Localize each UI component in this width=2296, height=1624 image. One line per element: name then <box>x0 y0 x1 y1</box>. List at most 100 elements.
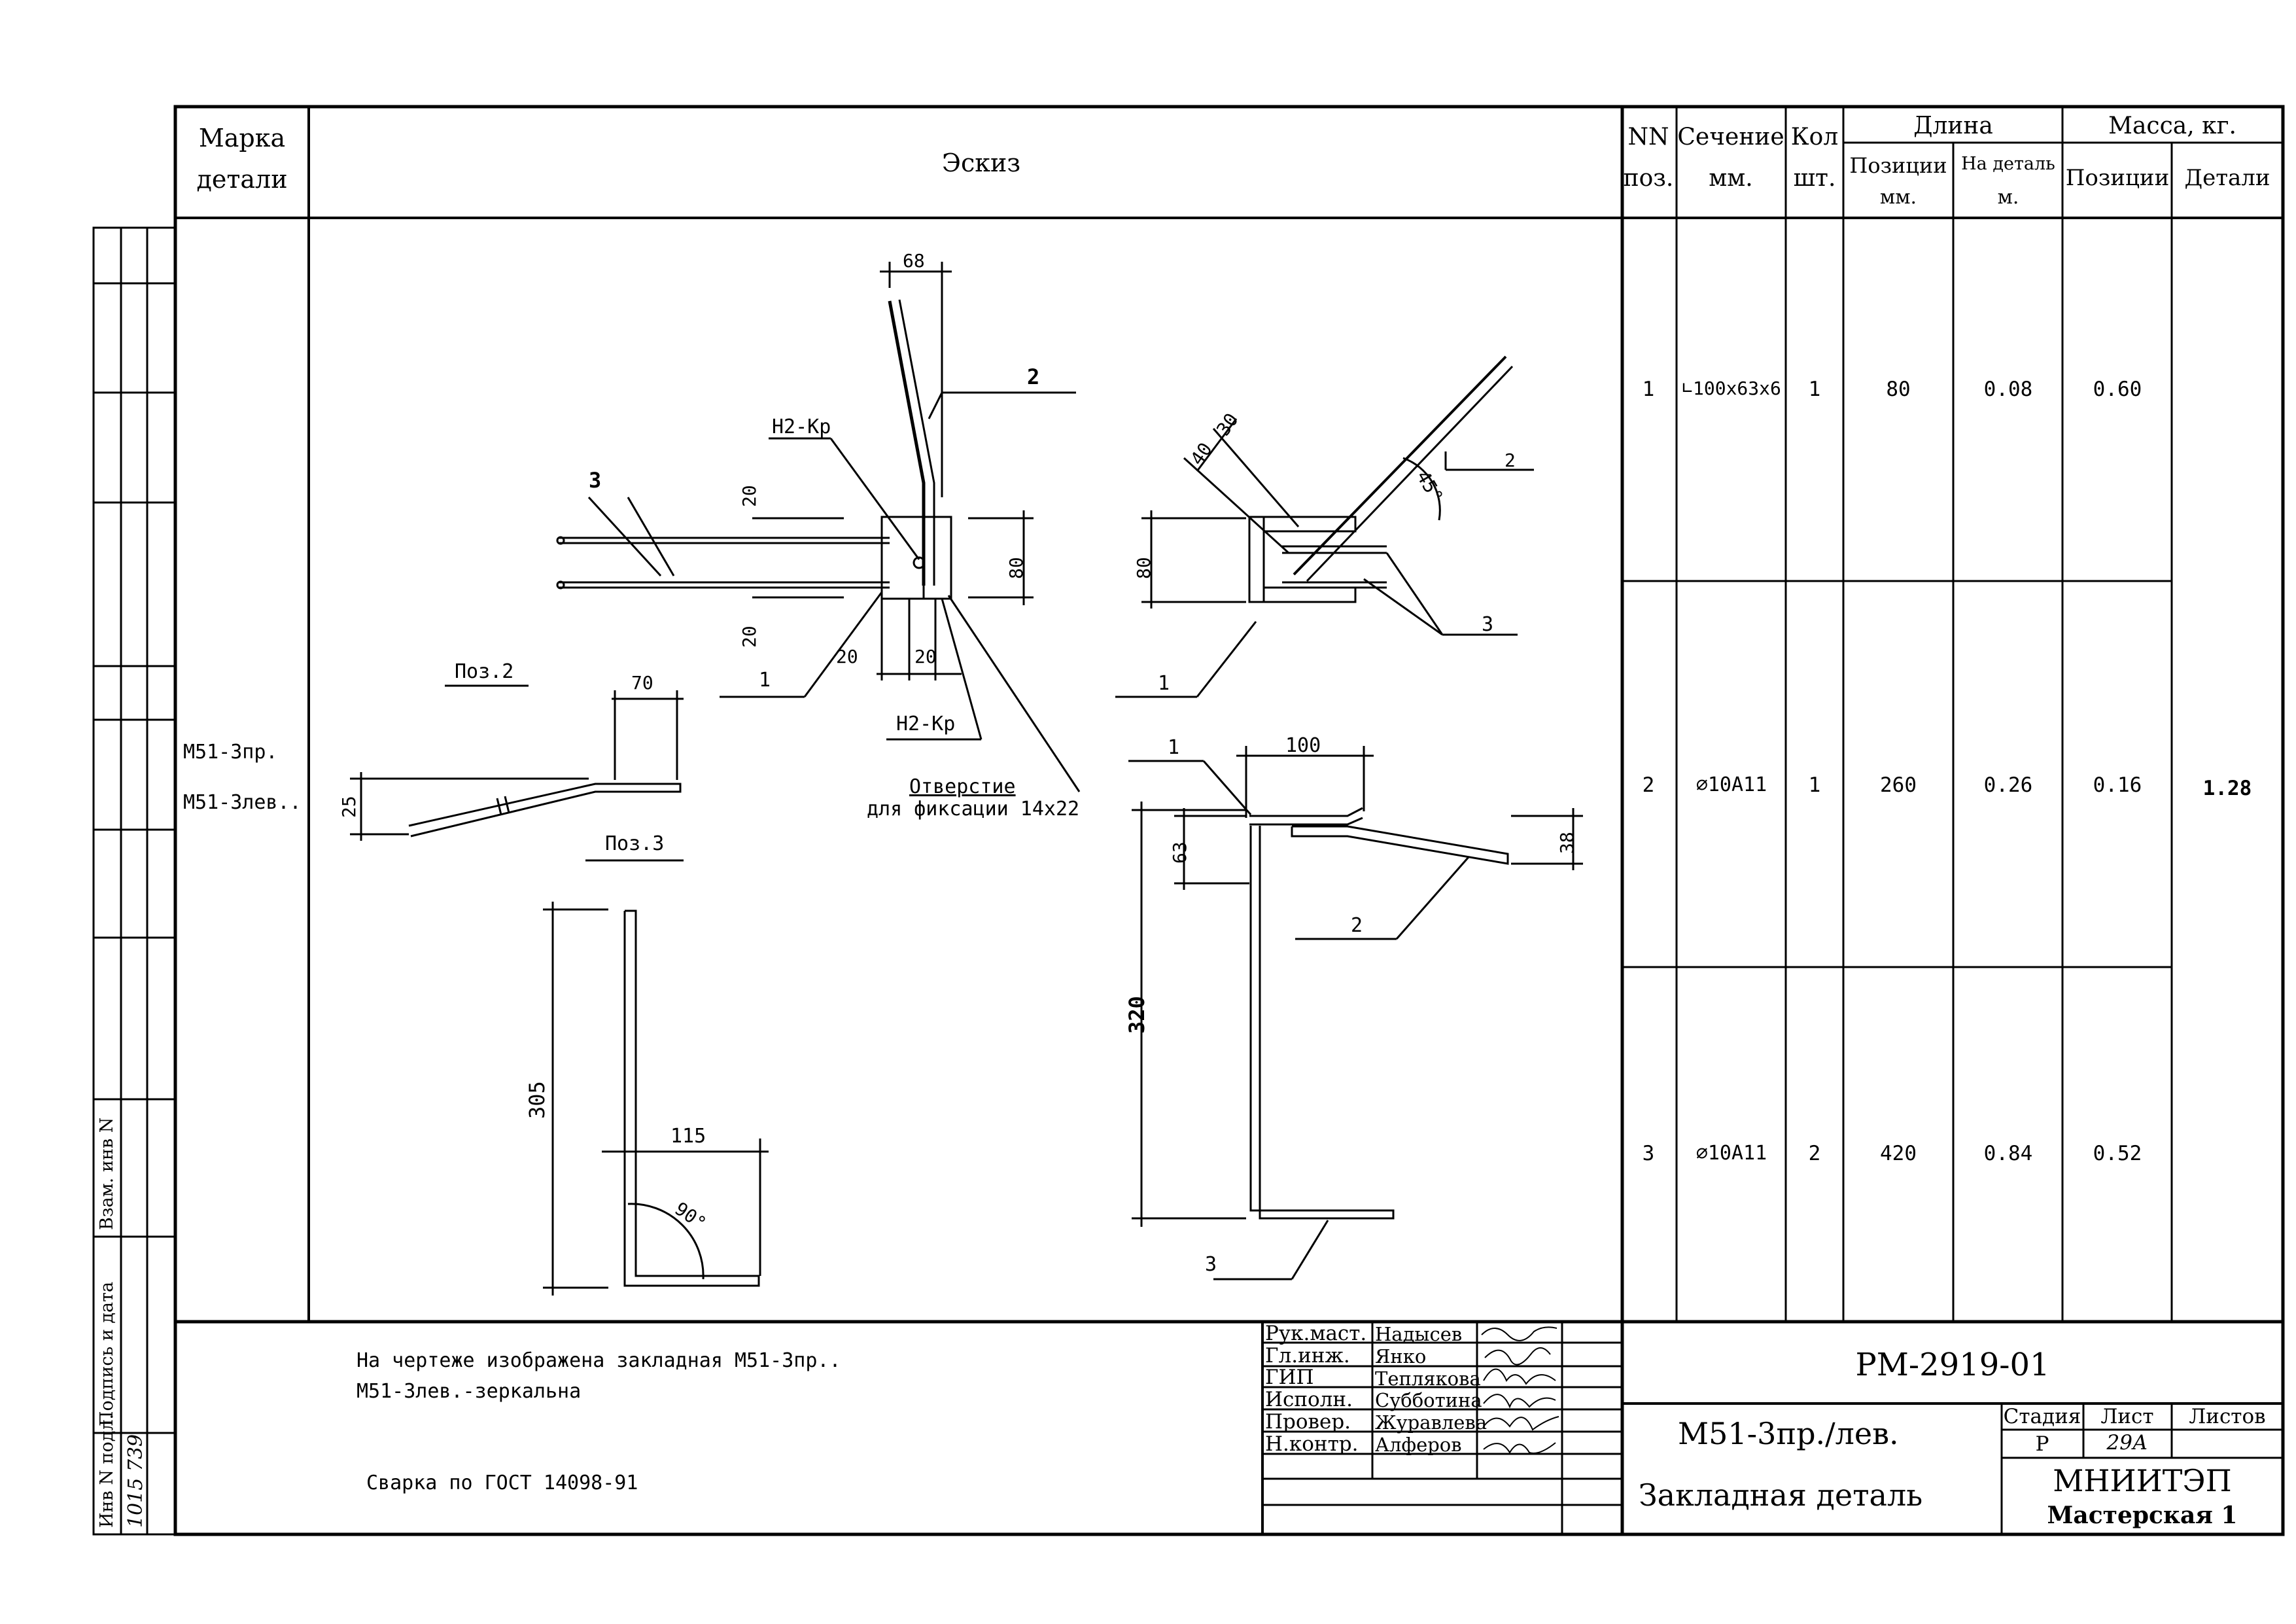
signature-scribbles <box>1481 1326 1559 1454</box>
sig-role: Гл.инж. <box>1265 1344 1350 1368</box>
side-pos3: 3 <box>1482 613 1494 636</box>
dim-68: 68 <box>903 250 925 272</box>
sig-name: Теплякова <box>1375 1368 1481 1390</box>
len-det-header-2: м. <box>1997 186 2019 209</box>
row-section: ∟100x63x6 <box>1682 378 1781 399</box>
row-len-pos: 420 <box>1880 1142 1917 1165</box>
dim-70: 70 <box>631 672 653 694</box>
front-view <box>556 262 1081 792</box>
sig-name: Субботина <box>1375 1389 1482 1411</box>
sig-role: ГИП <box>1265 1366 1314 1389</box>
replace-label: Взам. инв N <box>97 1117 117 1230</box>
row-mass-pos: 0.16 <box>2093 773 2142 797</box>
poz3-label: Поз.3 <box>605 832 665 855</box>
note-welding: Сварка по ГОСТ 14098-91 <box>366 1472 638 1494</box>
plan-dim-100: 100 <box>1285 734 1321 757</box>
dim-25: 25 <box>338 796 360 818</box>
section-header-2: мм. <box>1709 165 1753 192</box>
org-name: МНИИТЭП <box>2053 1463 2232 1498</box>
sig-name: Журавлева <box>1375 1411 1487 1434</box>
sheet-value: 29А <box>2106 1431 2148 1455</box>
len-pos-header-2: мм. <box>1879 186 1917 209</box>
hole-label-1: Отверстие <box>909 775 1016 798</box>
plan-pos1: 1 <box>1168 736 1180 759</box>
dim-115: 115 <box>670 1125 706 1148</box>
sheets-label: Листов <box>2189 1405 2266 1428</box>
row-section: ⌀10А11 <box>1696 1142 1767 1165</box>
row-qty: 1 <box>1808 773 1821 797</box>
mark-left: М51-3лев.. <box>183 791 302 814</box>
mark-right: М51-3пр. <box>183 741 278 764</box>
dim-305: 305 <box>525 1081 549 1119</box>
side-pos2: 2 <box>1505 450 1516 471</box>
row-pos: 3 <box>1642 1142 1655 1165</box>
poz2-label: Поз.2 <box>455 660 514 683</box>
row-len-det: 0.26 <box>1983 773 2033 797</box>
stage-label: Стадия <box>2003 1405 2081 1428</box>
hole-label-2: для фиксации 14х22 <box>867 798 1080 821</box>
workshop: Мастерская 1 <box>2047 1502 2238 1529</box>
sig-name: Надысев <box>1375 1323 1463 1345</box>
mass-detail-total: 1.28 <box>2202 777 2252 800</box>
label-h2kp-top: Н2-Кр <box>772 415 831 438</box>
sketch-header: Эскиз <box>941 149 1021 177</box>
row-pos: 1 <box>1642 378 1655 401</box>
row-mass-pos: 0.52 <box>2093 1142 2142 1165</box>
dim-20-right: 20 <box>914 646 937 667</box>
row-len-det: 0.84 <box>1983 1142 2033 1165</box>
dim-20-top: 20 <box>739 485 760 507</box>
sig-role: Провер. <box>1265 1410 1351 1434</box>
length-header: Длина <box>1913 113 1993 139</box>
row-qty: 1 <box>1808 378 1821 401</box>
dim-80: 80 <box>1005 557 1027 579</box>
nn-header-2: поз. <box>1623 165 1674 192</box>
sig-name: Янко <box>1375 1345 1427 1368</box>
part-mark: М51-3пр./лев. <box>1678 1416 1899 1451</box>
plan-dim-63: 63 <box>1169 841 1191 864</box>
inv-label: Инв N подл. <box>97 1413 117 1528</box>
sheet-label: Лист <box>2100 1405 2154 1428</box>
label-pos1: 1 <box>759 669 771 692</box>
plan-pos3: 3 <box>1205 1253 1217 1276</box>
mark-header-1: Марка <box>198 124 286 152</box>
len-pos-header-1: Позиции <box>1849 153 1947 178</box>
row-len-pos: 80 <box>1886 378 1911 401</box>
row-qty: 2 <box>1808 1142 1821 1165</box>
row-len-det: 0.08 <box>1983 378 2033 401</box>
label-pos2: 2 <box>1027 364 1040 389</box>
row-pos: 2 <box>1642 773 1655 797</box>
note-line1: На чертеже изображена закладная М51-3пр.… <box>357 1349 841 1372</box>
note-line2: М51-3лев.-зеркальна <box>357 1380 582 1403</box>
qty-header-1: Кол <box>1790 124 1839 150</box>
len-det-header-1: На деталь <box>1961 154 2055 174</box>
sig-role: Исполн. <box>1265 1388 1353 1411</box>
mass-det-header: Детали <box>2184 165 2270 191</box>
row-len-pos: 260 <box>1880 773 1917 797</box>
mass-pos-header: Позиции <box>2065 165 2170 191</box>
sig-role: Н.контр. <box>1265 1432 1359 1456</box>
side-view <box>1115 355 1534 698</box>
mark-header-2: детали <box>196 165 288 194</box>
plan-dim-320: 320 <box>1124 996 1149 1034</box>
dim-20-left: 20 <box>836 646 858 667</box>
label-h2kp-bottom: Н2-Кр <box>896 713 956 735</box>
nn-header-1: NN <box>1627 124 1669 150</box>
stage-value: Р <box>2035 1432 2049 1456</box>
side-pos1: 1 <box>1158 672 1170 695</box>
qty-header-2: шт. <box>1793 165 1836 192</box>
doc-code: РМ-2919-01 <box>1855 1347 2050 1383</box>
detail-pos2-pos3 <box>350 684 769 1296</box>
mass-header: Масса, кг. <box>2108 113 2236 139</box>
row-section: ⌀10А11 <box>1696 773 1767 796</box>
sig-name: Алферов <box>1375 1434 1462 1456</box>
plan-view <box>1128 746 1583 1280</box>
label-pos3: 3 <box>589 468 602 493</box>
plan-dim-38: 38 <box>1556 832 1578 854</box>
plan-pos2: 2 <box>1351 914 1363 937</box>
part-name: Закладная деталь <box>1639 1477 1923 1513</box>
side-dim-80: 80 <box>1133 557 1155 579</box>
section-header-1: Сечение <box>1677 124 1784 150</box>
inv-value: 1015 739 <box>124 1434 147 1528</box>
row-mass-pos: 0.60 <box>2093 378 2142 401</box>
